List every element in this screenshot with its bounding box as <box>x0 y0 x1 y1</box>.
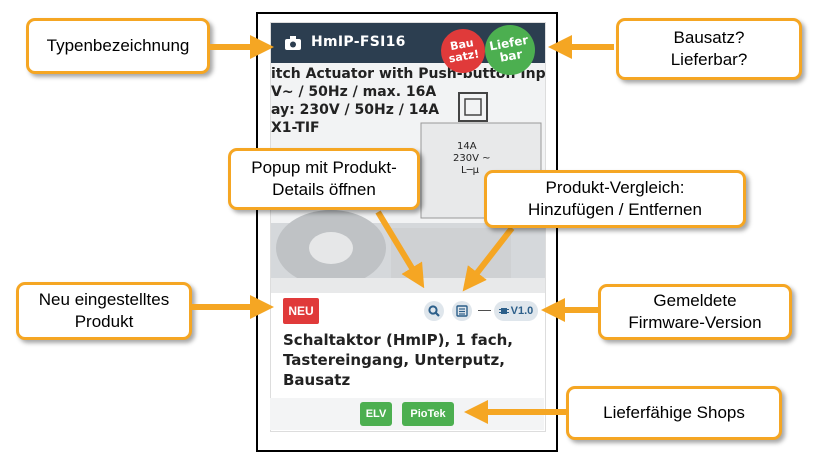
compare-toggle-button[interactable] <box>452 301 472 321</box>
callout-bausatz-text: Bausatz? <box>673 28 745 47</box>
svg-text:230V ~: 230V ~ <box>453 153 491 164</box>
callout-vergleich: Produkt-Vergleich: Hinzufügen / Entferne… <box>484 170 746 228</box>
shop-button-elv[interactable]: ELV <box>360 402 392 426</box>
callout-popup: Popup mit Produkt- Details öffnen <box>228 148 420 210</box>
type-name: HmIP-FSI16 <box>311 34 406 50</box>
svg-text:14A: 14A <box>457 141 477 152</box>
callout-typenbezeichnung: Typenbezeichnung <box>26 18 210 74</box>
spec-line-2: V~ / 50Hz / max. 16A <box>271 84 437 100</box>
compare-separator: — <box>478 302 491 317</box>
spec-line-4: X1-TIF <box>271 120 320 136</box>
spec-line-1: itch Actuator with Push-button Input <box>271 66 545 82</box>
callout-bausatz-lieferbar: Bausatz? Lieferbar? <box>616 18 802 80</box>
callout-vergleich-line1: Produkt-Vergleich: <box>545 178 685 197</box>
product-title-line2: Tastereingang, Unterputz, Bausatz <box>283 351 505 389</box>
callout-firmware: Gemeldete Firmware-Version <box>598 284 792 340</box>
photo-spec-text: itch Actuator with Push-button Input V~ … <box>271 65 545 137</box>
shop-button-piotek[interactable]: PioTek <box>402 402 454 426</box>
callout-firmware-line2: Firmware-Version <box>628 313 762 332</box>
spec-line-3: ay: 230V / 50Hz / 14A <box>271 102 440 118</box>
callout-shops-text: Lieferfähige Shops <box>603 403 745 422</box>
callout-firmware-line1: Gemeldete <box>653 291 737 310</box>
callout-lieferbar-text: Lieferbar? <box>670 50 748 69</box>
product-title[interactable]: Schaltaktor (HmIP), 1 fach, Tastereingan… <box>283 330 543 390</box>
firmware-badge: V1.0 <box>494 301 538 321</box>
callout-neu-line2: Produkt <box>74 312 134 331</box>
callout-vergleich-line2: Hinzufügen / Entfernen <box>528 200 702 219</box>
callout-popup-line1: Popup mit Produkt- <box>251 158 397 177</box>
search-icon <box>428 305 440 317</box>
callout-typenbezeichnung-text: Typenbezeichnung <box>46 36 190 55</box>
camera-icon[interactable] <box>285 36 301 50</box>
compare-list-icon <box>456 305 468 317</box>
callout-shops: Lieferfähige Shops <box>566 386 782 440</box>
product-title-line1: Schaltaktor (HmIP), 1 fach, <box>283 331 513 349</box>
details-popup-button[interactable] <box>424 301 444 321</box>
callout-neu: Neu eingestelltes Produkt <box>16 282 192 340</box>
callout-popup-line2: Details öffnen <box>272 180 376 199</box>
new-badge: NEU <box>283 298 319 324</box>
chip-icon <box>498 308 509 314</box>
callout-neu-line1: Neu eingestelltes <box>38 290 170 309</box>
firmware-version: V1.0 <box>510 305 534 317</box>
svg-text:L─μ: L─μ <box>461 165 480 176</box>
